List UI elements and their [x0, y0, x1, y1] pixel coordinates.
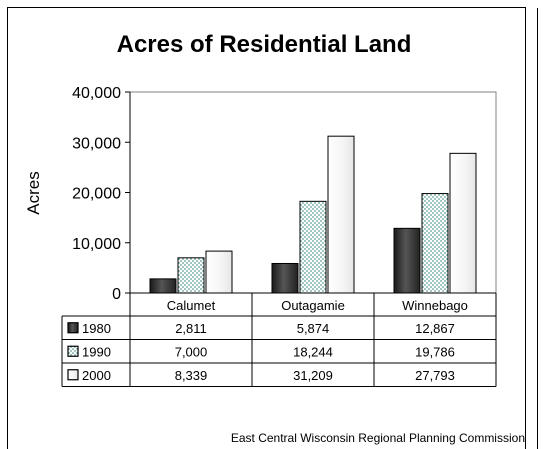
data-label: 18,244 — [293, 344, 333, 359]
data-label: 19,786 — [415, 344, 455, 359]
y-tick-label: 30,000 — [72, 135, 121, 152]
data-label: 31,209 — [293, 368, 333, 383]
bar-1990-winnebago — [421, 193, 449, 294]
y-tick-label: 40,000 — [72, 85, 121, 102]
bar-1990-outagamie — [299, 200, 327, 294]
data-label: 2,811 — [175, 321, 207, 336]
legend-swatch-2000 — [67, 369, 79, 381]
data-table: Calumet Outagamie Winnebago 1980 2,811 5,874 1… — [61, 292, 497, 387]
y-ticks: 0 10,000 20,000 30,000 40,000 — [72, 85, 131, 303]
data-label: 7,000 — [175, 344, 208, 359]
y-tick-label: 20,000 — [72, 186, 121, 203]
data-label: 8,339 — [175, 368, 208, 383]
bar-2000-winnebago — [449, 152, 477, 294]
bar-2000-outagamie — [327, 135, 355, 294]
legend-swatch-1990 — [67, 345, 79, 357]
data-label: 5,874 — [297, 321, 330, 336]
y-tick-label: 0 — [112, 286, 121, 303]
x-tick-label: Calumet — [167, 298, 216, 313]
bar-1980-calumet — [149, 278, 177, 294]
bar-1980-winnebago — [393, 227, 421, 294]
x-tick-label: Outagamie — [281, 298, 345, 313]
bar-2000-calumet — [205, 250, 233, 294]
data-label: 12,867 — [415, 321, 455, 336]
legend-label-1980: 1980 — [82, 321, 111, 336]
legend-label-2000: 2000 — [82, 368, 111, 383]
source-note: East Central Wisconsin Regional Planning… — [231, 431, 525, 445]
chart-title: Acres of Residential Land — [117, 31, 412, 58]
data-label: 27,793 — [415, 368, 455, 383]
y-axis-label: Acres — [24, 171, 43, 214]
legend-label-1990: 1990 — [82, 344, 111, 359]
legend-swatch-1980 — [67, 322, 79, 334]
bar-1980-outagamie — [271, 262, 299, 294]
x-tick-label: Winnebago — [402, 298, 468, 313]
y-tick-label: 10,000 — [72, 236, 121, 253]
bar-1990-calumet — [177, 257, 205, 294]
